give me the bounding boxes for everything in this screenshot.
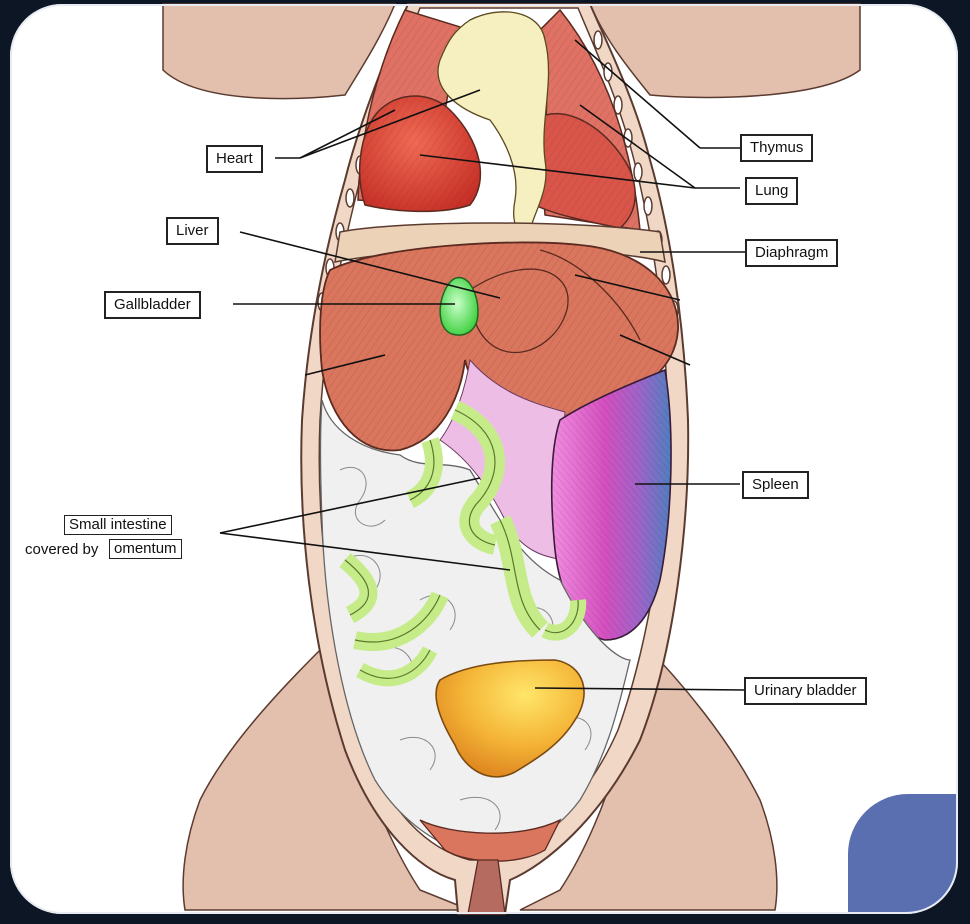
corner-accent xyxy=(848,794,958,914)
label-lung: Lung xyxy=(745,177,799,205)
tail xyxy=(467,859,506,915)
upper-limbs xyxy=(162,3,861,100)
leader-lines xyxy=(219,39,746,691)
label-liver: Liver xyxy=(166,217,219,245)
label-omentum: omentum xyxy=(109,539,182,559)
label-thymus: Thymus xyxy=(740,134,814,162)
gallbladder xyxy=(439,277,479,336)
urinary-bladder xyxy=(435,659,585,778)
pelvic-floor xyxy=(419,818,562,862)
label-covered-by: covered by xyxy=(25,541,99,558)
label-urinary-bladder: Urinary bladder xyxy=(744,677,867,705)
label-spleen: Spleen xyxy=(742,471,809,499)
small-intestine xyxy=(339,400,587,687)
label-small-intestine: Small intestine xyxy=(64,515,172,535)
label-diaphragm: Diaphragm xyxy=(745,239,839,267)
label-heart: Heart xyxy=(206,145,263,173)
label-gallbladder: Gallbladder xyxy=(104,291,201,319)
